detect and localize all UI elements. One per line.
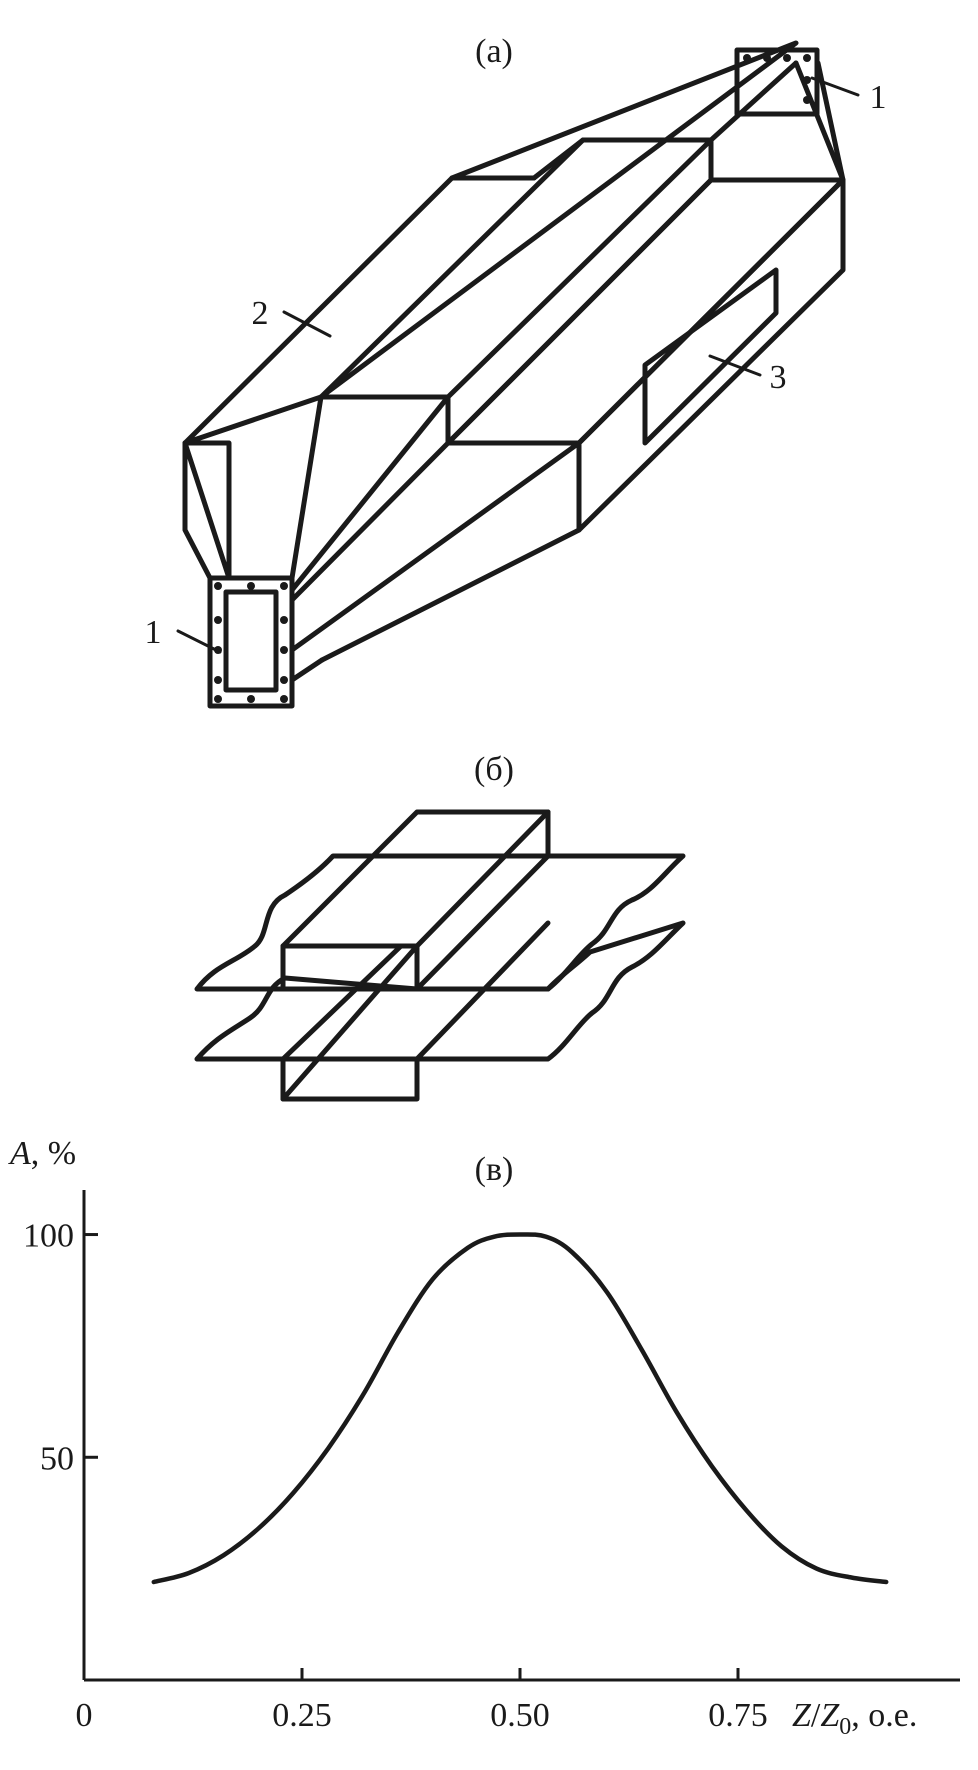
lower-box-front-face xyxy=(576,177,846,533)
upper-plate xyxy=(194,853,686,992)
y-axis-label: A, % xyxy=(8,1135,76,1172)
horn-line-5 xyxy=(289,440,582,653)
panel-a-label: (а) xyxy=(475,33,513,70)
horn-line-7 xyxy=(289,657,325,683)
panel-b-label: (б) xyxy=(474,751,514,788)
y-tick-label: 100 xyxy=(23,1218,74,1255)
x-axis-label-var2: Z xyxy=(820,1697,840,1734)
x-axis-label-var1: Z xyxy=(792,1697,812,1734)
channel-diag-3 xyxy=(414,920,551,1062)
y-axis-label-var: A xyxy=(8,1135,31,1172)
flange-top-bolts xyxy=(743,54,811,104)
cross-junction-drawing xyxy=(194,809,686,1102)
x-axis-label-sub: 0 xyxy=(839,1714,851,1740)
panel-b: (б) xyxy=(194,751,686,1102)
horn-line-2 xyxy=(289,394,324,581)
y-tick-label: 50 xyxy=(40,1440,74,1477)
y-axis-label-unit: , % xyxy=(31,1135,76,1172)
callout-label-port-top: 1 xyxy=(870,79,887,116)
port-flange-top xyxy=(734,47,820,117)
upper-slab-top-face xyxy=(182,40,799,446)
panel-a: (а) xyxy=(145,33,887,709)
horn-top-1 xyxy=(708,60,799,143)
channel-diag-1 xyxy=(280,943,420,1102)
chart-series xyxy=(151,1232,889,1585)
x-tick-label: 0.25 xyxy=(272,1697,332,1734)
horn-line-6 xyxy=(319,527,582,663)
x-tick-label: 0 xyxy=(76,1697,93,1734)
horn-line-1 xyxy=(182,440,232,581)
chart-title: (в) xyxy=(475,1151,514,1188)
x-axis-label-sep: / xyxy=(811,1697,821,1734)
slot-window xyxy=(642,267,779,446)
port-flange-bottom xyxy=(207,575,295,709)
flange-top-outer xyxy=(734,47,820,117)
box-diag xyxy=(414,853,551,992)
box-top-face xyxy=(280,809,551,949)
x-axis-label: Z/Z0, о.е. xyxy=(792,1697,917,1740)
callout-label-horn: 2 xyxy=(252,295,269,332)
chart-ticks: 0 0.25 0.50 0.75 50 100 xyxy=(23,1218,768,1734)
waveguide-drawing xyxy=(182,40,846,683)
channel-face xyxy=(280,1056,420,1102)
flange-outer xyxy=(207,575,295,709)
series-line-0 xyxy=(151,1232,889,1585)
channel-diag-2 xyxy=(280,943,404,1062)
chart-axes xyxy=(82,1190,960,1682)
flange-inner xyxy=(223,589,279,693)
callout-leaders xyxy=(176,76,860,654)
x-axis-label-unit: , о.е. xyxy=(851,1697,917,1734)
horn-line-3 xyxy=(289,394,451,593)
callout-label-port-bottom: 1 xyxy=(145,614,162,651)
lower-plate xyxy=(194,920,686,1062)
flange-bolts xyxy=(214,582,288,703)
upper-slab-edge-2 xyxy=(531,137,586,181)
horn-top-2 xyxy=(793,60,846,183)
callout-label-slot: 3 xyxy=(770,359,787,396)
x-tick-label: 0.50 xyxy=(490,1697,550,1734)
x-tick-label: 0.75 xyxy=(708,1697,768,1734)
horn-line-4 xyxy=(289,440,451,603)
